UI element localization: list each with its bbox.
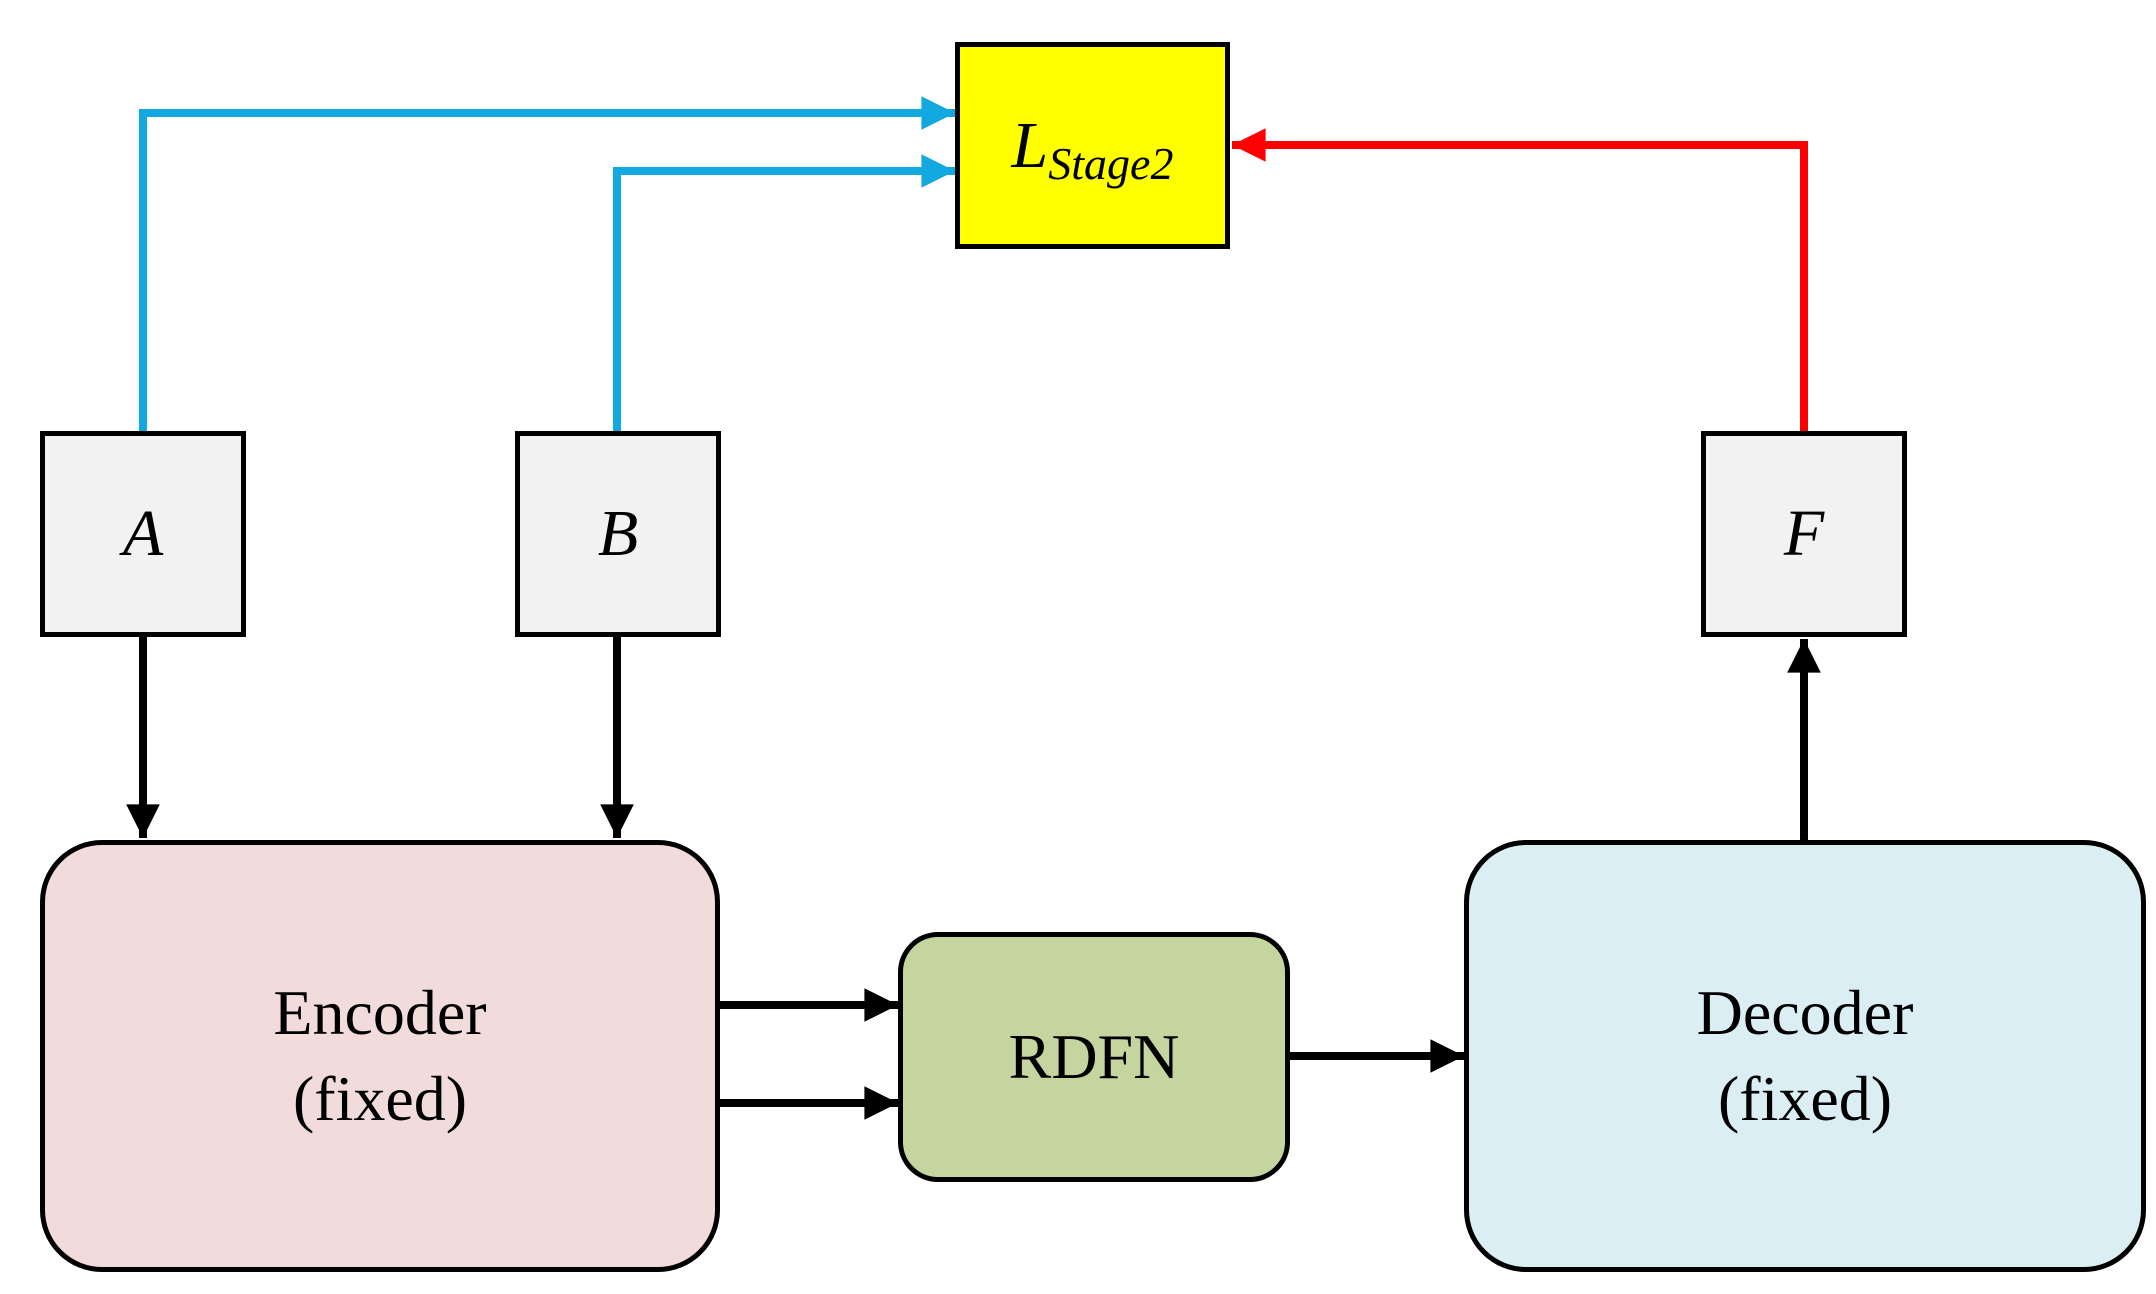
loss-subscript: Stage2 bbox=[1048, 138, 1174, 189]
input-a-label: A bbox=[122, 497, 164, 570]
output-f-box: F bbox=[1701, 431, 1907, 637]
encoder-title: Encoder bbox=[273, 976, 487, 1048]
input-b-label: B bbox=[597, 497, 639, 570]
rdfn-block: RDFN bbox=[898, 932, 1290, 1182]
rdfn-label: RDFN bbox=[1008, 1021, 1180, 1092]
output-f-label: F bbox=[1783, 497, 1825, 570]
arrow-b-to-loss bbox=[613, 154, 955, 434]
input-a-box: A bbox=[40, 431, 246, 637]
input-b-box: B bbox=[515, 431, 721, 637]
arrow-f-to-loss bbox=[1232, 128, 1808, 434]
arrow-a-to-loss bbox=[139, 96, 955, 434]
encoder-note: (fixed) bbox=[292, 1063, 468, 1134]
loss-symbol: L bbox=[1011, 108, 1049, 182]
decoder-block: Decoder (fixed) bbox=[1464, 840, 2146, 1272]
encoder-block: Encoder (fixed) bbox=[40, 840, 720, 1272]
decoder-title: Decoder bbox=[1696, 976, 1914, 1048]
decoder-note: (fixed) bbox=[1717, 1063, 1893, 1134]
